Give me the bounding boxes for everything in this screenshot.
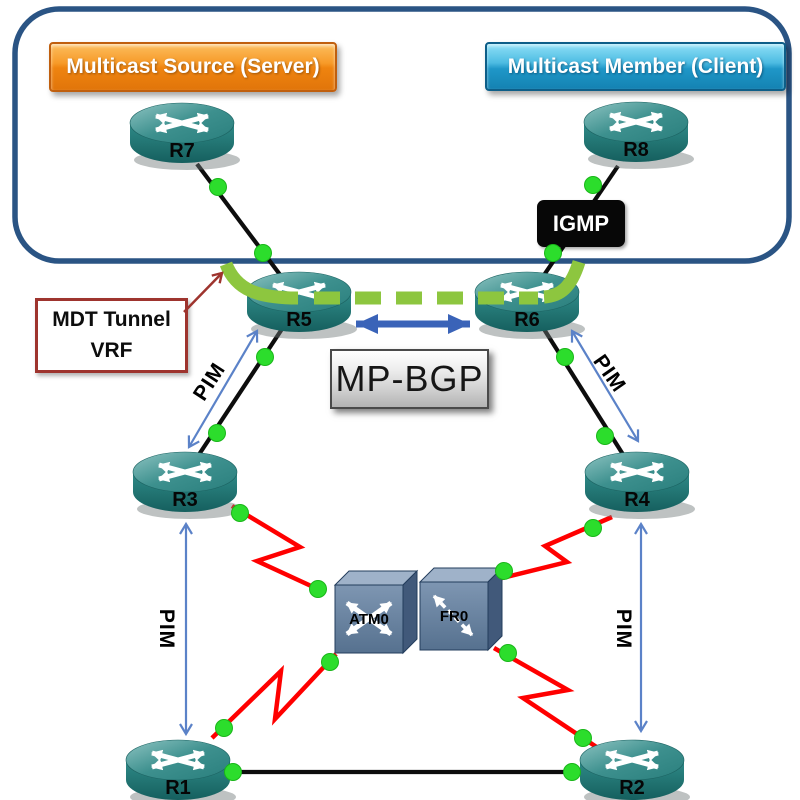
customer-zone-border — [12, 6, 792, 264]
multicast-member-label: Multicast Member (Client) — [507, 54, 764, 78]
mp-bgp-box: MP-BGP — [330, 349, 489, 409]
serial-link-r4-fr0 — [493, 514, 613, 583]
mdt-line1: MDT Tunnel — [52, 308, 171, 332]
mdt-line2: VRF — [90, 338, 133, 362]
igmp-label: IGMP — [552, 210, 610, 236]
multicast-member-box: Multicast Member (Client) — [485, 42, 786, 91]
serial-links — [210, 504, 613, 750]
multicast-source-box: Multicast Source (Server) — [49, 42, 337, 92]
pim-label-r4-r2: PIM — [612, 608, 635, 650]
pim-label-r3-r1: PIM — [155, 608, 178, 650]
serial-link-fr0-r2 — [492, 646, 600, 750]
multicast-source-label: Multicast Source (Server) — [66, 55, 320, 78]
mp-bgp-label: MP-BGP — [335, 358, 484, 399]
mdt-tunnel-vrf-box: MDT Tunnel VRF — [35, 298, 188, 373]
serial-link-atm0-r1 — [210, 652, 338, 740]
igmp-box: IGMP — [537, 200, 625, 247]
pim-label-r6-r4: PIM — [588, 350, 631, 397]
serial-link-r3-atm0 — [230, 504, 323, 594]
pim-label-r5-r3: PIM — [188, 358, 231, 405]
